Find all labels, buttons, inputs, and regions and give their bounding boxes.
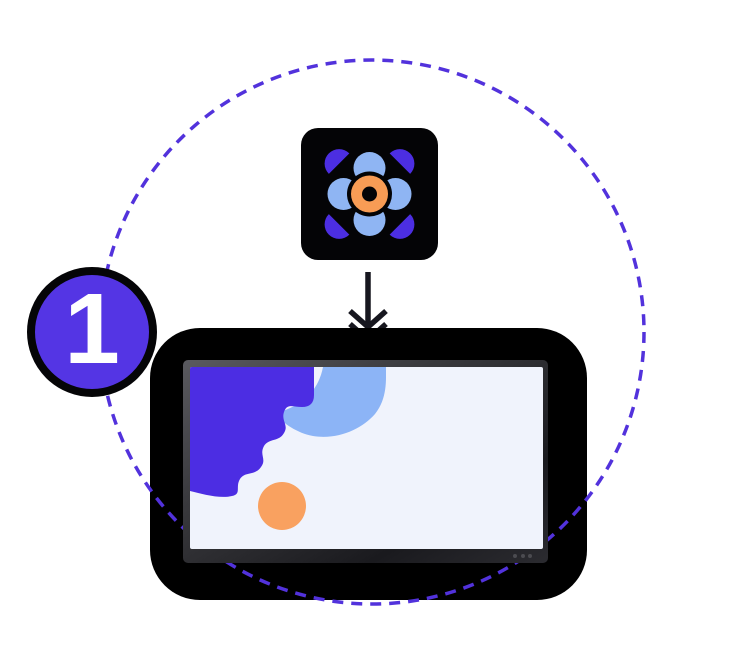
tv-screen: [190, 367, 543, 549]
tv-indicator-dot: [520, 554, 525, 558]
tv-indicator-dot: [528, 554, 532, 558]
screen-purple-blob: [190, 367, 314, 497]
tv-indicator-dot: [513, 554, 517, 558]
step-number: 1: [64, 273, 120, 385]
tv-screen-art: [190, 367, 386, 530]
tv-bezel: [183, 360, 548, 563]
flower-app-icon: [301, 128, 438, 260]
step-badge: 1: [27, 267, 157, 397]
screen-orange-dot: [258, 482, 306, 530]
app-icon-donut-hole: [362, 186, 377, 202]
tv-indicator-dots: [513, 554, 532, 558]
